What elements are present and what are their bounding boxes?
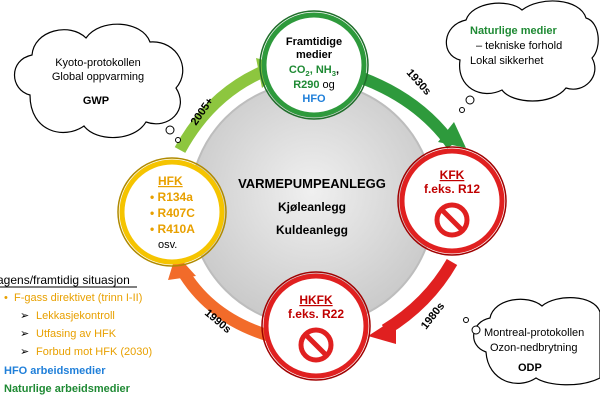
kfk-title: KFK [440,168,465,182]
cloud-kyoto: Kyoto-protokollen Global oppvarming GWP [14,23,184,143]
label-1930: 1930s [404,67,433,98]
future-line1: Framtidige [286,36,342,48]
arrow-bullet-icon: ➢ [20,310,29,322]
kyoto-line2: Global oppvarming [52,71,144,83]
situation-natural: Naturlige arbeidsmedier [4,383,131,395]
kfk-example: f.eks. R12 [424,182,480,196]
future-hfo: HFO [302,93,326,105]
situation-hfo: HFO arbeidsmedier [4,365,106,377]
future-r290: R290 og [293,79,335,91]
cloud-montreal: Montreal-protokollen Ozon-nedbrytning OD… [463,297,600,386]
center-title: VARMEPUMPEANLEGG [238,176,386,191]
cloud-natural-media: Naturlige medier – tekniske forhold Loka… [445,0,599,113]
montreal-odp: ODP [518,362,542,374]
future-line2: medier [296,49,333,61]
node-hfk: HFK • R134a • R407C • R410A osv. [117,157,227,267]
situation-bullet-phaseout: Utfasing av HFK [36,328,117,340]
situation-heading: agens/framtidig situasjon [0,273,130,287]
kyoto-line1: Kyoto-protokollen [55,57,141,69]
node-kfk: KFK f.eks. R12 [397,146,507,256]
hfk-item-r410a: • R410A [150,222,195,236]
center-line-kjoleanlegg: Kjøleanlegg [278,200,346,214]
hfk-item-r407c: • R407C [150,206,195,220]
natural-line2: – tekniske forhold [476,40,562,52]
hfk-title: HFK [158,174,183,188]
hkfk-example: f.eks. R22 [288,307,344,321]
kyoto-gwp: GWP [83,95,109,107]
node-future-media: Framtidige medier CO2, NH3, R290 og HFO [259,10,369,120]
natural-line3: Lokal sikkerhet [470,55,543,67]
node-hkfk: HKFK f.eks. R22 [261,271,371,381]
future-co2-nh3: CO2, NH3, [289,64,339,78]
situation-bullet-leak: Lekkasjekontroll [36,310,115,322]
natural-line1: Naturlige medier [470,25,558,37]
arrow-bullet-icon: ➢ [20,328,29,340]
prohibited-icon [298,327,334,363]
center-line-kuldeanlegg: Kuldeanlegg [276,223,348,237]
situation-panel: agens/framtidig situasjon • F-gass direk… [0,273,152,395]
montreal-line1: Montreal-protokollen [484,327,584,339]
prohibited-icon [434,202,470,238]
hkfk-title: HKFK [299,293,333,307]
situation-fgas-bullet: • [4,292,8,304]
montreal-line2: Ozon-nedbrytning [490,342,577,354]
hfk-osv: osv. [158,239,177,251]
situation-bullet-ban: Forbud mot HFK (2030) [36,346,152,358]
hfk-item-r134a: • R134a [150,190,193,204]
situation-fgas: F-gass direktivet (trinn I-II) [14,292,142,304]
arrow-bullet-icon: ➢ [20,346,29,358]
